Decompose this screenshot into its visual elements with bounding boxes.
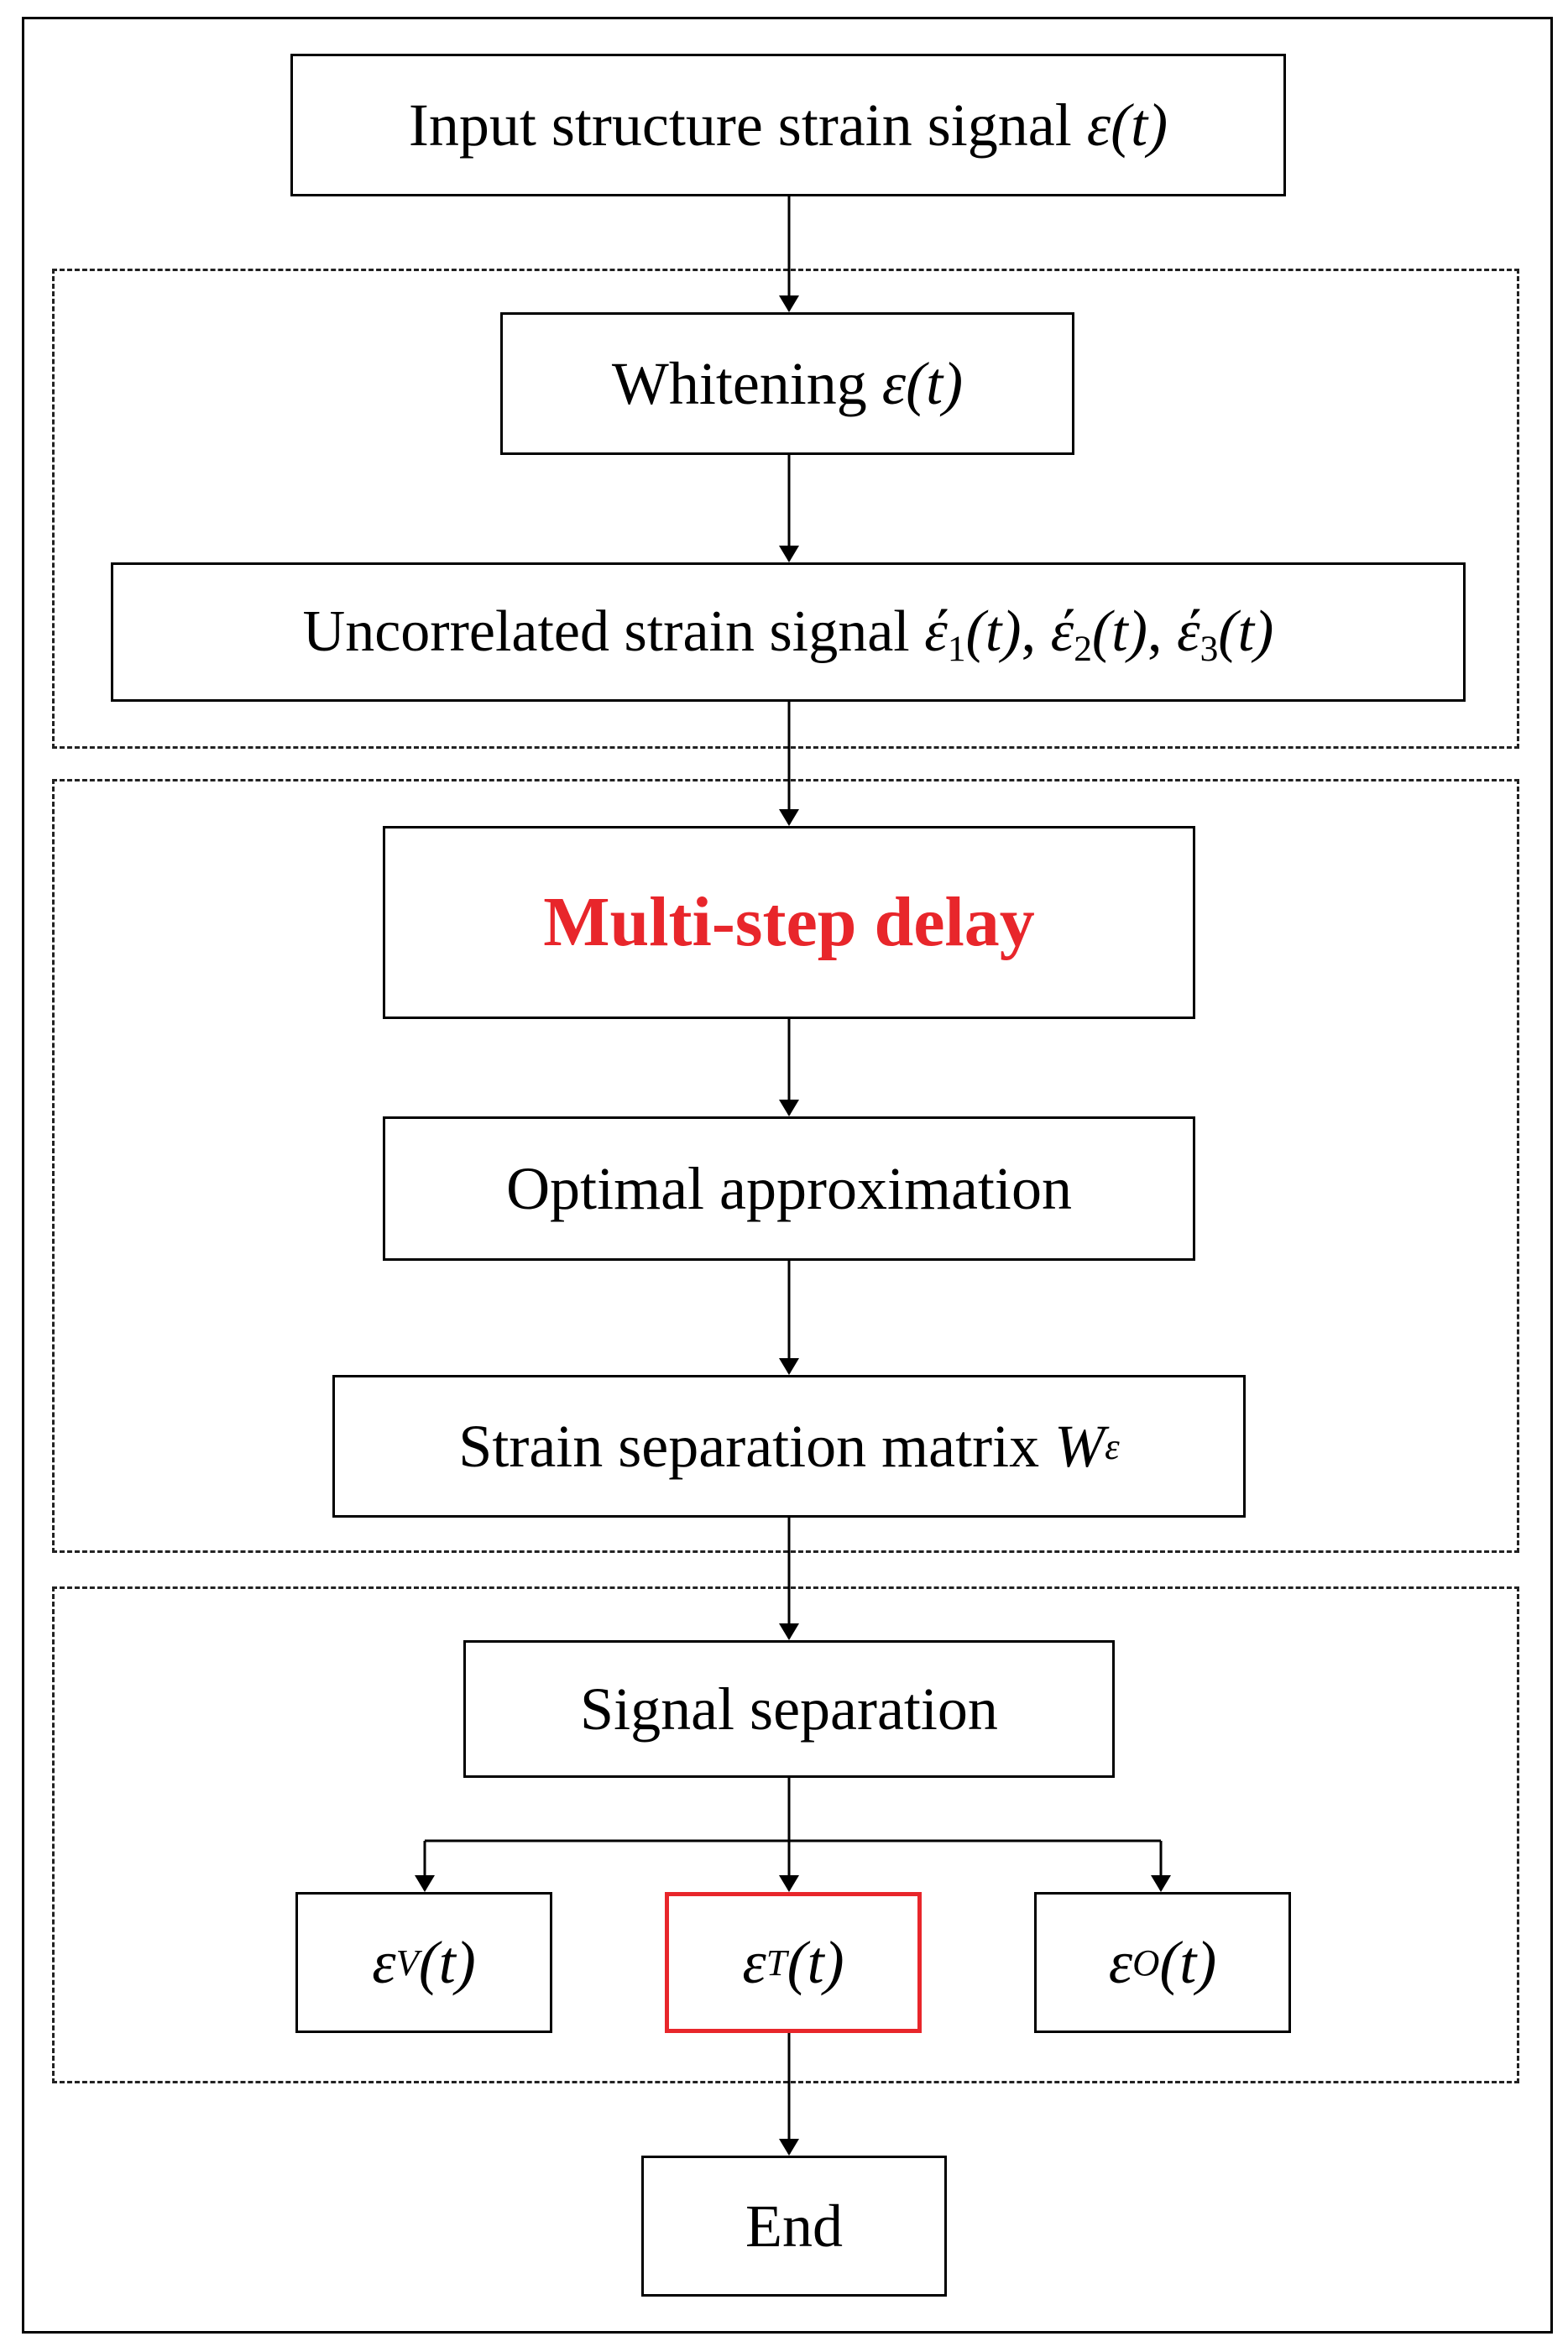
signal-separation-stage-group	[52, 1586, 1519, 2083]
input-node-symbol: ε(t)	[1086, 91, 1168, 159]
end-node: End	[641, 2156, 947, 2297]
signal-separation-node: Signal separation	[463, 1640, 1115, 1778]
input-node-label: Input structure strain signal	[408, 91, 1087, 159]
signal-separation-label: Signal separation	[580, 1675, 998, 1743]
whitening-node-label: Whitening	[611, 350, 882, 417]
arrowhead-matrix	[779, 1358, 799, 1375]
uncorrelated-node-label: Uncorrelated strain signal	[302, 599, 925, 664]
arrowhead-multistep	[779, 809, 799, 826]
multi-step-delay-label: Multi-step delay	[543, 883, 1035, 961]
uncorrelated-signal-1: έ1(t),	[924, 599, 1051, 670]
input-signal-node: Input structure strain signal ε(t)	[290, 54, 1286, 196]
separation-matrix-symbol: W	[1054, 1413, 1105, 1480]
optimal-approximation-node: Optimal approximation	[383, 1116, 1195, 1261]
arrowhead-separation	[779, 1623, 799, 1640]
arrowhead-output-v	[415, 1875, 435, 1892]
arrowhead-optimal	[779, 1100, 799, 1116]
arrowhead-output-t	[779, 1875, 799, 1892]
uncorrelated-signal-2: έ2(t),	[1050, 599, 1177, 670]
outer-frame	[22, 17, 1553, 2334]
separation-matrix-stage-group	[52, 779, 1519, 1553]
arrowhead-end	[779, 2139, 799, 2156]
separation-matrix-label: Strain separation matrix	[458, 1413, 1055, 1480]
whitening-node-symbol: ε(t)	[881, 350, 964, 417]
optimal-approximation-label: Optimal approximation	[506, 1155, 1072, 1222]
arrowhead-whitening	[779, 295, 799, 312]
uncorrelated-signal-3: έ3(t)	[1176, 599, 1274, 670]
whitening-node: Whitening ε(t)	[500, 312, 1074, 455]
arrowhead-uncorrelated	[779, 546, 799, 562]
whitening-stage-group	[52, 269, 1519, 749]
arrowhead-output-o	[1151, 1875, 1171, 1892]
uncorrelated-signal-node: Uncorrelated strain signal έ1(t), έ2(t),…	[111, 562, 1466, 702]
end-node-label: End	[745, 2193, 843, 2260]
multi-step-delay-node: Multi-step delay	[383, 826, 1195, 1019]
